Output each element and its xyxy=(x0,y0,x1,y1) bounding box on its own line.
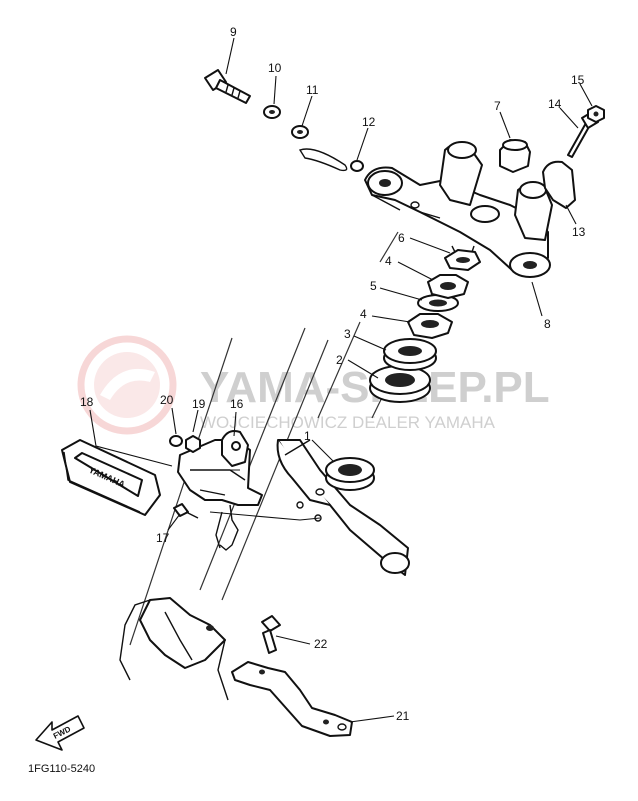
callout-8: 8 xyxy=(544,317,551,331)
callout-20: 20 xyxy=(160,393,174,407)
callout-16: 16 xyxy=(230,397,244,411)
part-code: 1FG110-5240 xyxy=(28,763,95,775)
callout-17: 17 xyxy=(156,531,170,545)
cap-7 xyxy=(499,139,531,173)
callout-1: 1 xyxy=(304,429,311,443)
ring-nut-4-upper xyxy=(427,274,469,299)
callout-10: 10 xyxy=(268,61,282,75)
holder-13 xyxy=(542,160,576,209)
washer-11 xyxy=(291,125,309,139)
nut-15 xyxy=(587,105,605,123)
callout-13: 13 xyxy=(572,225,586,239)
watermark-logo xyxy=(77,335,177,435)
bearing-2 xyxy=(369,365,431,403)
bearing-3 xyxy=(383,338,437,371)
callout-9: 9 xyxy=(230,25,237,39)
callout-21: 21 xyxy=(396,709,410,723)
callout-18: 18 xyxy=(80,395,94,409)
callout-3: 3 xyxy=(344,327,351,341)
sticker-18: YAMAHA xyxy=(61,439,161,516)
guard-plate-21 xyxy=(231,661,353,737)
callout-22: 22 xyxy=(314,637,328,651)
callout-11: 11 xyxy=(306,83,319,97)
callout-labels: 9 10 11 12 15 14 7 13 6 4 5 4 8 3 2 1 18… xyxy=(80,25,586,723)
nut-19 xyxy=(185,435,201,453)
callout-4-lower: 4 xyxy=(360,307,367,321)
lock-washer-6 xyxy=(444,245,481,271)
bolt-14 xyxy=(567,111,599,158)
watermark: YAMA-SKLEP.PL WOJCIECHOWICZ DEALER YAMAH… xyxy=(77,335,550,435)
fork-tube-lines xyxy=(129,231,411,646)
clip-12 xyxy=(298,148,364,172)
callout-14: 14 xyxy=(548,97,562,111)
bearing-1 xyxy=(325,457,375,491)
ring-nut-4-lower xyxy=(407,313,453,339)
steering-stem-bracket xyxy=(276,439,410,576)
bolt-9 xyxy=(204,69,251,104)
leader-lines xyxy=(89,37,593,723)
callout-7: 7 xyxy=(494,99,501,113)
washer-20 xyxy=(169,435,183,447)
callout-12: 12 xyxy=(362,115,376,129)
callout-5: 5 xyxy=(370,279,377,293)
callout-19: 19 xyxy=(192,397,206,411)
watermark-subtitle: WOJCIECHOWICZ DEALER YAMAHA xyxy=(200,413,496,432)
callout-2: 2 xyxy=(336,353,343,367)
bracket-16 xyxy=(177,430,263,551)
fwd-arrow: FWD xyxy=(35,715,85,751)
callout-4-upper: 4 xyxy=(385,254,392,268)
callout-6: 6 xyxy=(398,231,405,245)
bolt-22 xyxy=(261,615,281,654)
upper-bracket-8 xyxy=(364,141,553,278)
screw-17 xyxy=(173,503,199,519)
fork-lower-bracket xyxy=(119,597,229,701)
washer-10 xyxy=(263,105,281,119)
callout-15: 15 xyxy=(571,73,585,87)
